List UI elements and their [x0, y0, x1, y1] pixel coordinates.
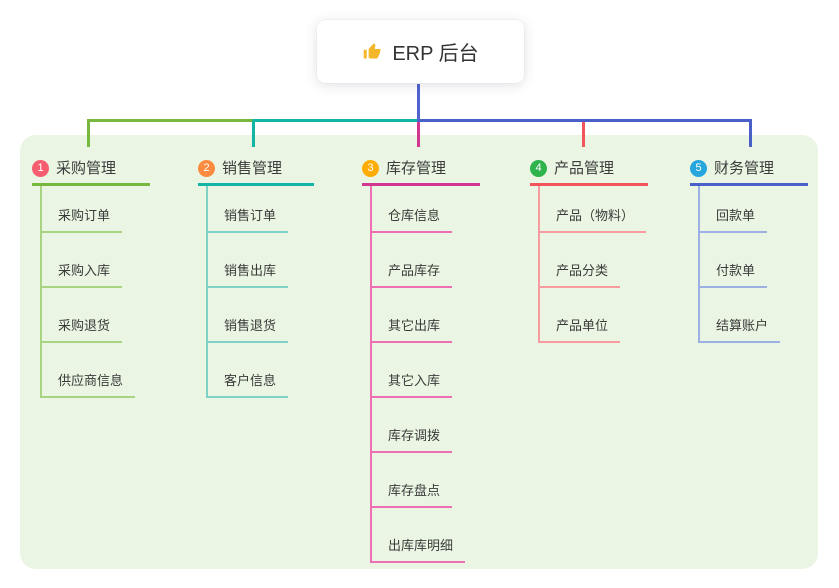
- node-other-outbound[interactable]: 其它出库: [372, 288, 480, 343]
- branch-title-finance[interactable]: 5 财务管理: [690, 147, 808, 186]
- branch-title-product[interactable]: 4 产品管理: [530, 147, 648, 186]
- branch-label: 产品管理: [554, 160, 615, 177]
- branch-children: 采购订单 采购入库 采购退货 供应商信息: [40, 186, 150, 398]
- node-purchase-inbound[interactable]: 采购入库: [42, 233, 150, 288]
- badge-4: 4: [530, 160, 547, 177]
- node-settlement-account[interactable]: 结算账户: [700, 288, 808, 343]
- branch-title-sales[interactable]: 2 销售管理: [198, 147, 314, 186]
- branch-label: 库存管理: [386, 160, 447, 177]
- branch-title-purchase[interactable]: 1 采购管理: [32, 147, 150, 186]
- root-node-label: ERP 后台: [392, 43, 479, 65]
- branch-label: 财务管理: [714, 160, 775, 177]
- branch-children: 产品（物料） 产品分类 产品单位: [538, 186, 648, 343]
- branch-purchase: 1 采购管理 采购订单 采购入库 采购退货 供应商信息: [32, 147, 150, 398]
- node-sales-order[interactable]: 销售订单: [208, 186, 314, 233]
- node-payment-order[interactable]: 付款单: [700, 233, 808, 288]
- node-customer-info[interactable]: 客户信息: [208, 343, 314, 398]
- branch-children: 销售订单 销售出库 销售退货 客户信息: [206, 186, 314, 398]
- node-warehouse-info[interactable]: 仓库信息: [372, 186, 480, 233]
- node-product-category[interactable]: 产品分类: [540, 233, 648, 288]
- node-supplier-info[interactable]: 供应商信息: [42, 343, 150, 398]
- node-sales-return[interactable]: 销售退货: [208, 288, 314, 343]
- branches-panel: [20, 135, 818, 569]
- node-purchase-return[interactable]: 采购退货: [42, 288, 150, 343]
- branch-children: 仓库信息 产品库存 其它出库 其它入库 库存调拨 库存盘点 出库库明细: [370, 186, 480, 563]
- node-sales-outbound[interactable]: 销售出库: [208, 233, 314, 288]
- thumbs-up-icon: [362, 41, 383, 62]
- badge-1: 1: [32, 160, 49, 177]
- branch-title-inventory[interactable]: 3 库存管理: [362, 147, 480, 186]
- node-product-stock[interactable]: 产品库存: [372, 233, 480, 288]
- branch-label: 采购管理: [56, 160, 117, 177]
- node-receipt-order[interactable]: 回款单: [700, 186, 808, 233]
- node-other-inbound[interactable]: 其它入库: [372, 343, 480, 398]
- badge-5: 5: [690, 160, 707, 177]
- node-stock-transfer[interactable]: 库存调拨: [372, 398, 480, 453]
- node-outbound-detail[interactable]: 出库库明细: [372, 508, 480, 563]
- branch-product: 4 产品管理 产品（物料） 产品分类 产品单位: [530, 147, 648, 343]
- badge-3: 3: [362, 160, 379, 177]
- node-purchase-order[interactable]: 采购订单: [42, 186, 150, 233]
- branch-label: 销售管理: [222, 160, 283, 177]
- badge-2: 2: [198, 160, 215, 177]
- root-node[interactable]: ERP 后台: [317, 20, 524, 83]
- node-product-unit[interactable]: 产品单位: [540, 288, 648, 343]
- node-product-material[interactable]: 产品（物料）: [540, 186, 648, 233]
- node-stock-count[interactable]: 库存盘点: [372, 453, 480, 508]
- branch-inventory: 3 库存管理 仓库信息 产品库存 其它出库 其它入库 库存调拨 库存盘点 出库库…: [362, 147, 480, 563]
- branch-finance: 5 财务管理 回款单 付款单 结算账户: [690, 147, 808, 343]
- branch-sales: 2 销售管理 销售订单 销售出库 销售退货 客户信息: [198, 147, 314, 398]
- branch-children: 回款单 付款单 结算账户: [698, 186, 808, 343]
